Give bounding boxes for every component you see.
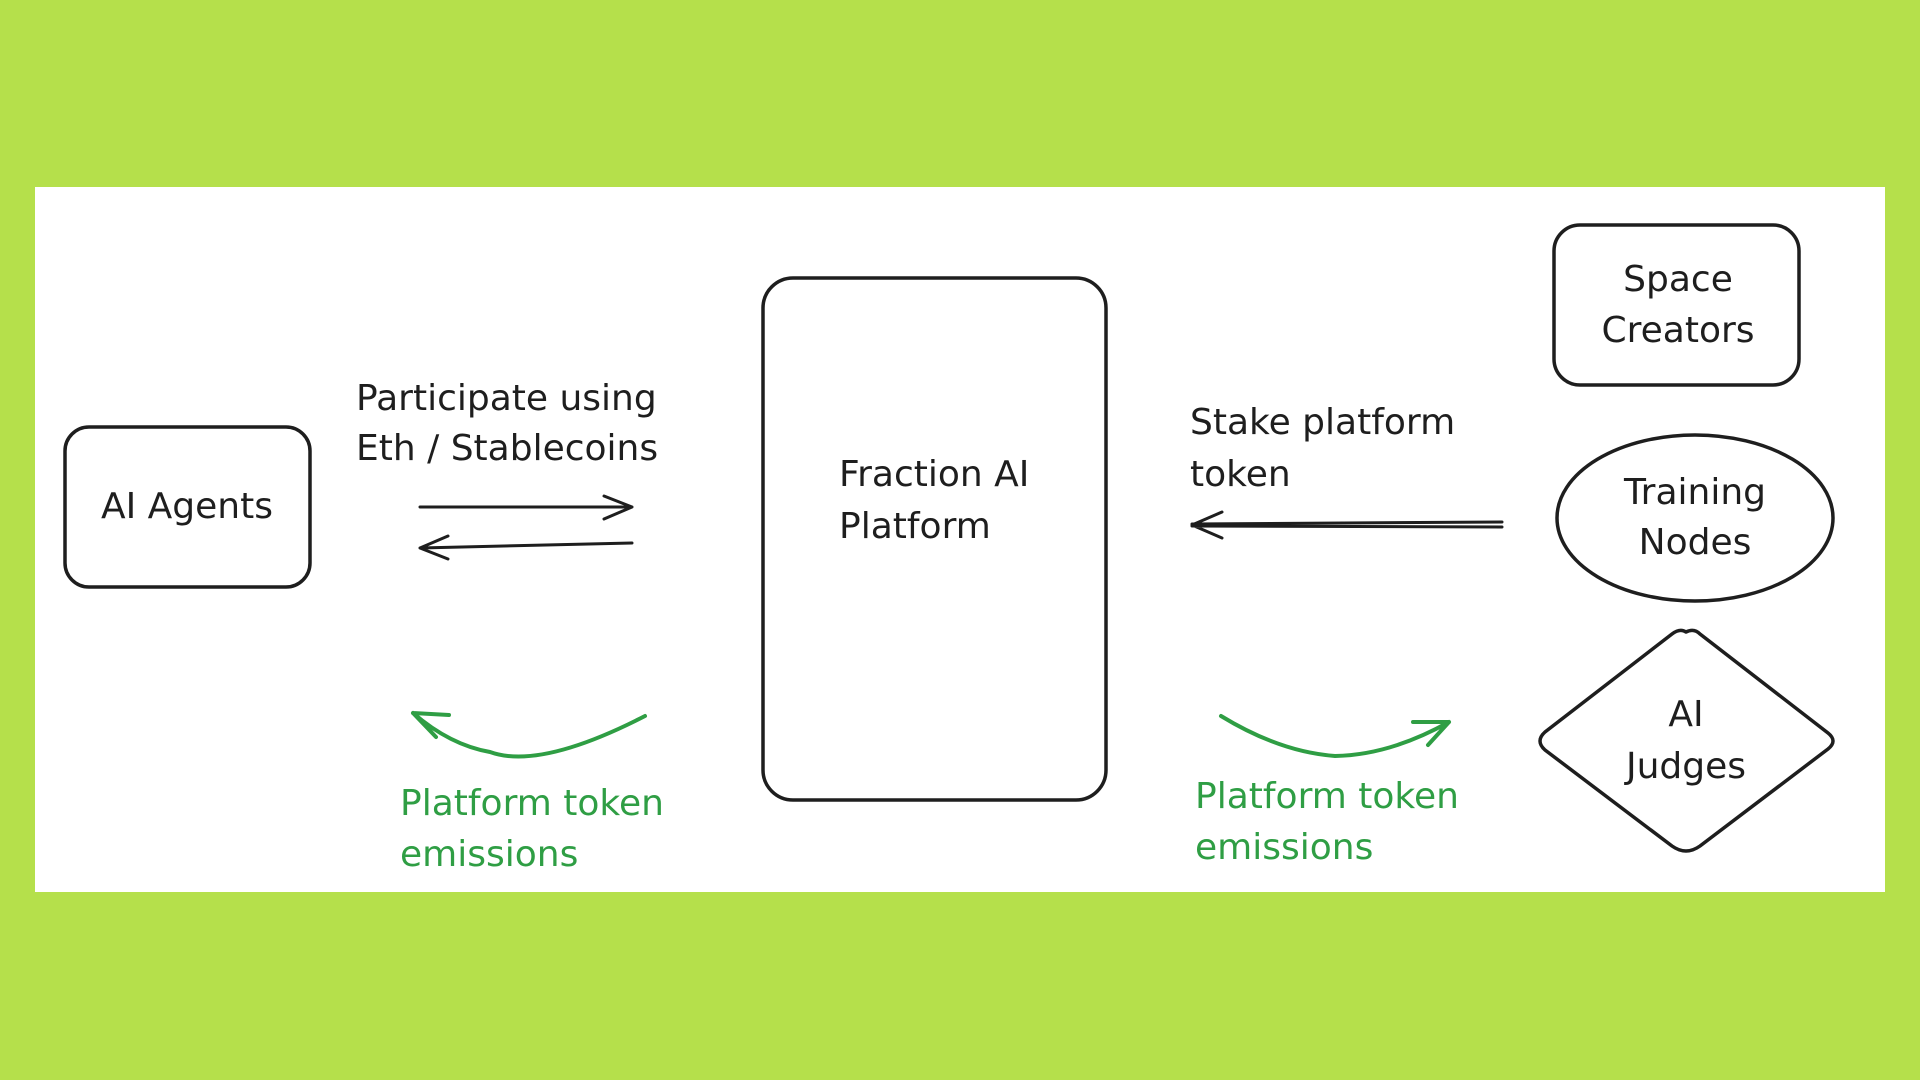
training-nodes-label-line1: Training: [1623, 472, 1766, 513]
participate-label-line2: Eth / Stablecoins: [356, 428, 658, 469]
emissions-right-label-line1: Platform token: [1195, 776, 1459, 817]
ai-agents-label: AI Agents: [101, 486, 273, 527]
ai-judges-diamond: [1538, 628, 1835, 853]
space-creators-box: [1552, 223, 1801, 387]
participate-label-line1: Participate using: [356, 378, 657, 419]
arrow-left-icon: [418, 534, 634, 561]
ai-judges-label-line1: AI: [1668, 694, 1703, 735]
edge-emissions-right: Platform token emissions: [1195, 714, 1459, 868]
node-fraction-ai-platform: Fraction AI Platform: [761, 276, 1108, 802]
space-creators-label-line1: Space: [1623, 259, 1733, 300]
platform-label-line2: Platform: [839, 506, 991, 547]
curved-arrow-left-icon: [411, 711, 647, 759]
edge-participate: Participate using Eth / Stablecoins: [356, 378, 658, 561]
emissions-left-label-line2: emissions: [400, 834, 578, 875]
node-space-creators: Space Creators: [1552, 223, 1801, 387]
training-nodes-label-line2: Nodes: [1639, 522, 1752, 563]
space-creators-label-line2: Creators: [1601, 310, 1754, 351]
ai-agents-box: [63, 425, 312, 589]
edge-emissions-left: Platform token emissions: [400, 711, 664, 875]
curved-arrow-right-icon: [1219, 714, 1451, 758]
node-training-nodes: Training Nodes: [1555, 433, 1835, 603]
ai-judges-label-line2: Judges: [1624, 746, 1746, 787]
emissions-right-label-line2: emissions: [1195, 827, 1373, 868]
emissions-left-label-line1: Platform token: [400, 783, 664, 824]
stake-label-line1: Stake platform: [1190, 402, 1455, 443]
edge-stake: Stake platform token: [1190, 402, 1504, 540]
node-ai-judges: AI Judges: [1538, 628, 1835, 853]
arrow-left-icon: [1190, 510, 1504, 540]
platform-box: [761, 276, 1108, 802]
node-ai-agents: AI Agents: [63, 425, 312, 589]
stake-label-line2: token: [1190, 454, 1291, 495]
arrow-right-icon: [418, 494, 634, 521]
platform-label-line1: Fraction AI: [839, 454, 1029, 495]
training-nodes-ellipse: [1555, 433, 1835, 603]
